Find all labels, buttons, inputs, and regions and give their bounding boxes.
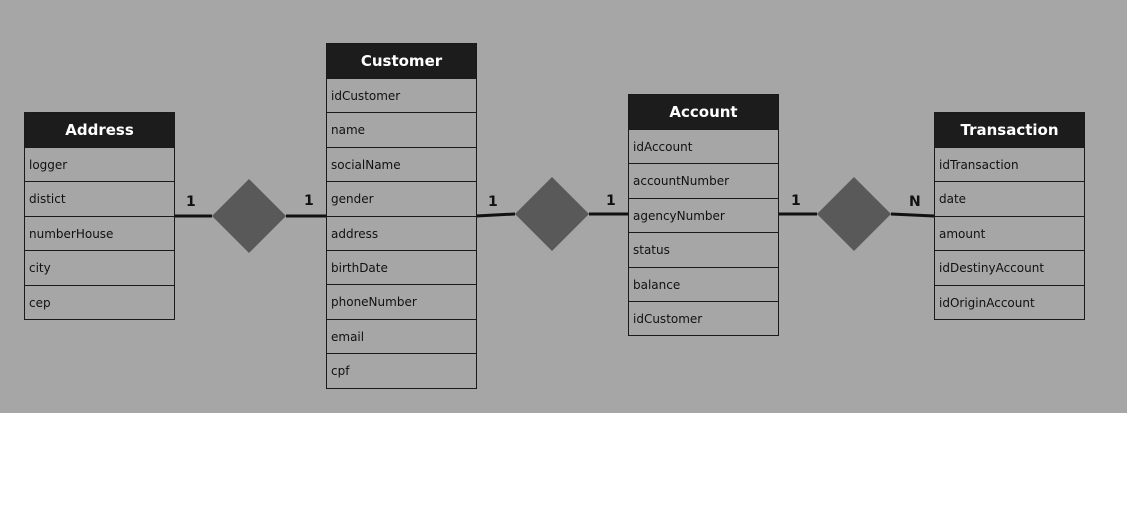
entity-attribute: date — [935, 181, 1084, 215]
cardinality-label: 1 — [488, 194, 498, 210]
entity-attribute: amount — [935, 215, 1084, 250]
entity-attribute: idTransaction — [935, 147, 1084, 181]
entity-attribute: distict — [25, 181, 174, 215]
entity-title: Address — [25, 113, 174, 147]
rel-line-account-transaction-right — [890, 212, 935, 218]
cardinality-label: 1 — [606, 193, 616, 209]
entity-title: Customer — [327, 44, 476, 78]
entity-attribute: birthDate — [327, 249, 476, 284]
entity-transaction[interactable]: Transaction idTransaction date amount id… — [934, 112, 1085, 320]
entity-attribute: cep — [25, 284, 174, 319]
entity-attribute: cpf — [327, 353, 476, 387]
entity-attribute: logger — [25, 147, 174, 181]
entity-attribute: socialName — [327, 146, 476, 181]
entity-attribute: agencyNumber — [629, 197, 778, 232]
entity-attribute: idAccount — [629, 129, 778, 163]
cardinality-label: N — [909, 194, 921, 210]
cardinality-label: 1 — [186, 194, 196, 210]
entity-attribute: idCustomer — [629, 300, 778, 335]
entity-attribute: idDestinyAccount — [935, 250, 1084, 284]
relationship-diamond-account-transaction — [817, 177, 891, 251]
entity-attribute: gender — [327, 181, 476, 215]
diagram-canvas: 1 1 1 1 1 N Address logger distict numbe… — [0, 0, 1127, 413]
entity-attribute: idCustomer — [327, 78, 476, 112]
entity-attribute: status — [629, 232, 778, 266]
entity-title: Transaction — [935, 113, 1084, 147]
relationship-diamond-address-customer — [212, 179, 286, 253]
entity-attribute: address — [327, 215, 476, 250]
cardinality-label: 1 — [304, 193, 314, 209]
entity-attribute: numberHouse — [25, 215, 174, 250]
cardinality-label: 1 — [791, 193, 801, 209]
entity-attribute: phoneNumber — [327, 284, 476, 318]
entity-attribute: accountNumber — [629, 163, 778, 197]
entity-customer[interactable]: Customer idCustomer name socialName gend… — [326, 43, 477, 389]
entity-title: Account — [629, 95, 778, 129]
entity-account[interactable]: Account idAccount accountNumber agencyNu… — [628, 94, 779, 337]
entity-address[interactable]: Address logger distict numberHouse city … — [24, 112, 175, 320]
rel-line-customer-account-left — [475, 212, 516, 218]
relationship-layer — [175, 177, 935, 253]
entity-attribute: city — [25, 250, 174, 284]
entity-attribute: name — [327, 112, 476, 146]
entity-attribute: email — [327, 318, 476, 353]
entity-attribute: balance — [629, 266, 778, 301]
entity-attribute: idOriginAccount — [935, 284, 1084, 319]
relationship-diamond-customer-account — [515, 177, 589, 251]
